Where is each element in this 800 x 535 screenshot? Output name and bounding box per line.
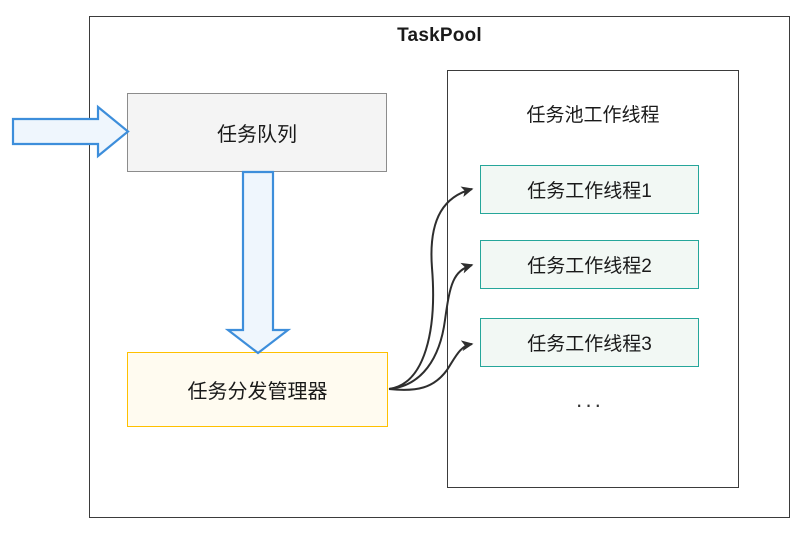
worker-thread-label-2: 任务工作线程2	[527, 256, 652, 277]
worker-thread-box-3: 任务工作线程3	[480, 318, 699, 367]
task-queue-box: 任务队列	[127, 93, 387, 172]
task-queue-label: 任务队列	[217, 124, 297, 146]
worker-thread-box-1: 任务工作线程1	[480, 165, 699, 214]
taskpool-frame	[89, 16, 790, 518]
worker-thread-box-2: 任务工作线程2	[480, 240, 699, 289]
taskpool-title: TaskPool	[397, 25, 482, 46]
worker-pool-title: 任务池工作线程	[526, 105, 660, 126]
task-dispatcher-label: 任务分发管理器	[187, 381, 328, 403]
worker-thread-ellipsis: ···	[575, 392, 604, 417]
worker-thread-label-3: 任务工作线程3	[527, 334, 652, 355]
task-dispatcher-box: 任务分发管理器	[127, 352, 388, 427]
worker-thread-label-1: 任务工作线程1	[527, 181, 652, 202]
